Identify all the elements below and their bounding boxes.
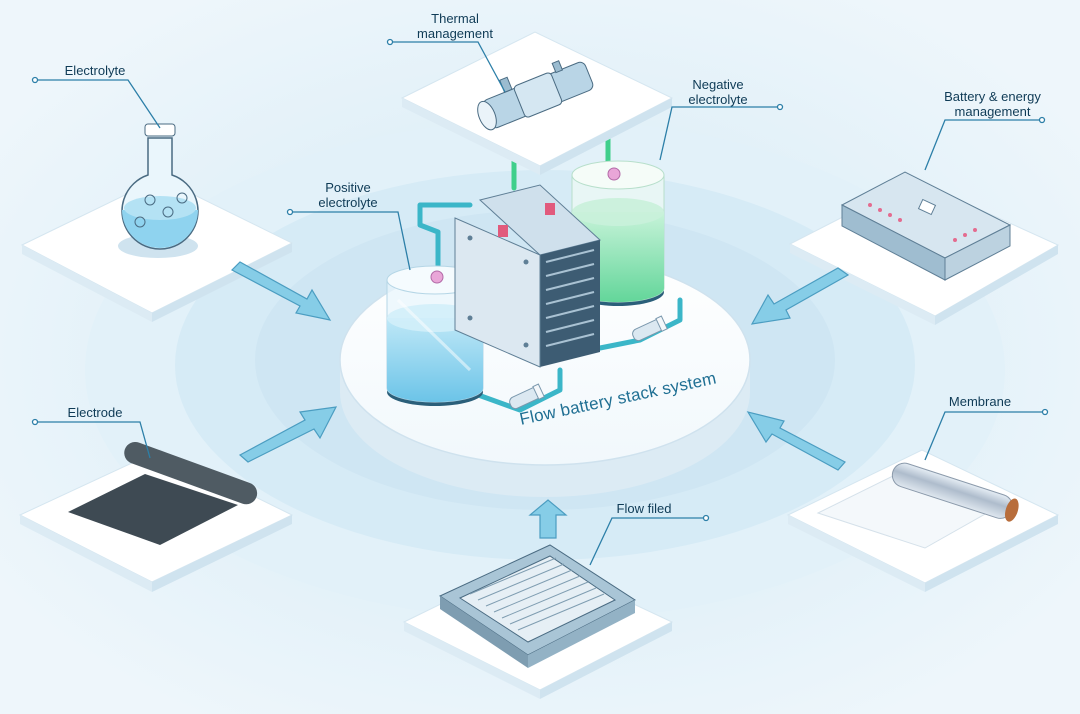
- label-battery-energy-management: Battery & energy management: [930, 89, 1055, 119]
- label-negative-electrolyte: Negative electrolyte: [668, 77, 768, 107]
- label-line: management: [954, 104, 1031, 119]
- label-line: Electrode: [67, 405, 123, 420]
- label-thermal-management: Thermal management: [400, 11, 510, 41]
- label-line: Battery & energy: [944, 89, 1041, 104]
- label-membrane: Membrane: [930, 394, 1030, 409]
- label-line: Thermal: [431, 11, 479, 26]
- arrow-membrane: [746, 411, 846, 471]
- flow-arrows: [231, 261, 850, 539]
- label-line: Flow filed: [616, 501, 672, 516]
- arrow-electrode: [238, 406, 338, 463]
- label-positive-electrolyte: Positive electrolyte: [298, 180, 398, 210]
- label-line: electrolyte: [318, 195, 378, 210]
- arrow-electrolyte: [231, 261, 332, 321]
- label-line: management: [417, 26, 493, 41]
- electrode-tile: [18, 441, 294, 592]
- positive-electrolyte-tank: [386, 265, 484, 406]
- leader-dots: [31, 38, 1049, 522]
- pumps: [509, 315, 668, 410]
- label-line: Electrolyte: [64, 63, 126, 78]
- leader-lines: [35, 41, 1045, 566]
- label-line: Membrane: [948, 394, 1012, 409]
- membrane-tile: [786, 449, 1060, 592]
- label-line: Positive: [325, 180, 371, 195]
- thermal-tile: [400, 31, 674, 175]
- arrow-flow-field: [528, 499, 568, 539]
- label-line: electrolyte: [688, 92, 748, 107]
- electrolyte-tile: [20, 123, 294, 322]
- label-electrolyte: Electrolyte: [45, 63, 145, 78]
- battery-management-tile: [788, 171, 1060, 325]
- label-electrode: Electrode: [45, 405, 145, 420]
- label-line: Negative: [692, 77, 744, 92]
- label-flow-field: Flow filed: [594, 501, 694, 516]
- cell-stack: [454, 184, 602, 368]
- flow-field-tile: [402, 544, 674, 699]
- arrow-battery: [750, 267, 850, 325]
